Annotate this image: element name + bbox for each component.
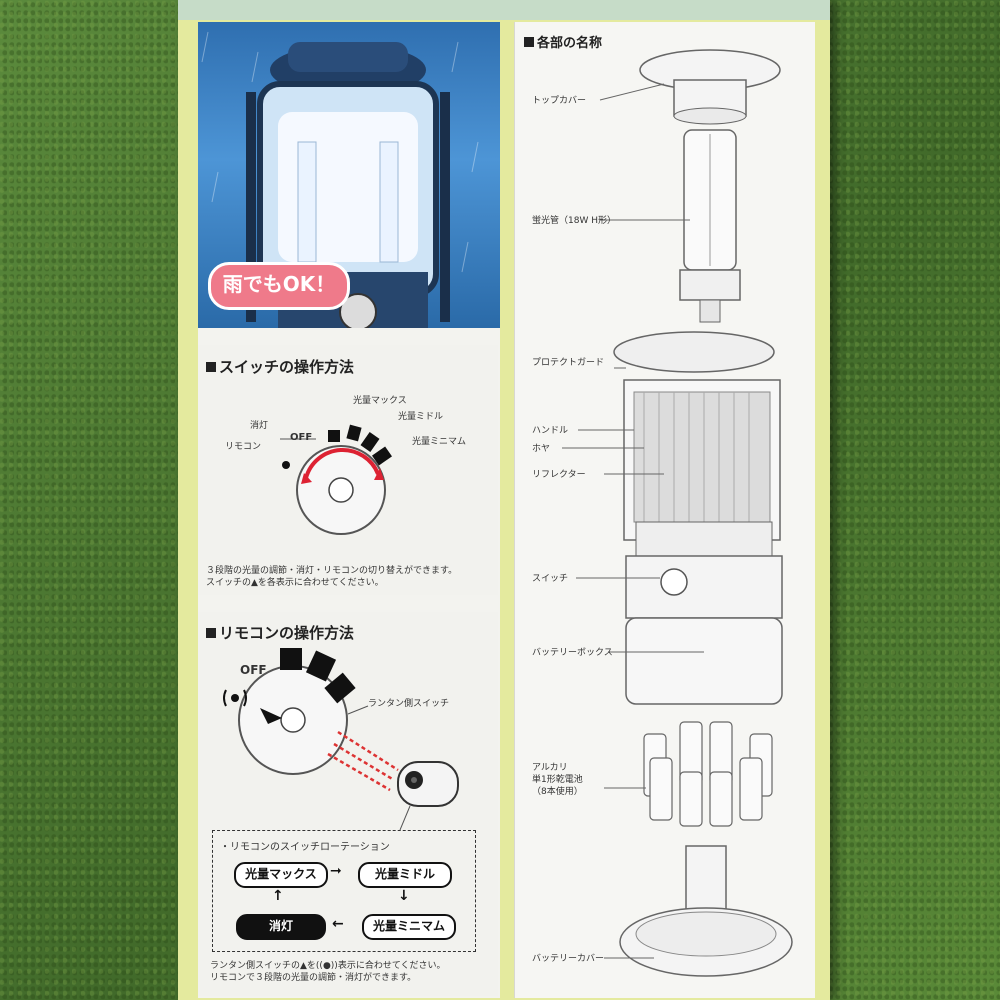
arrow-left-icon: ← (332, 916, 344, 932)
pill-min: 光量ミニマム (362, 914, 456, 940)
arrow-right-icon: ➞ (330, 863, 342, 879)
part-battery-cover: バッテリーカバー (532, 954, 605, 964)
switch-desc-2: スイッチの▲を各表示に合わせてください。 (206, 578, 384, 588)
part-battery-box: バッテリーボックス (532, 648, 613, 658)
parts-title: 各部の名称 (524, 32, 602, 51)
pill-off: 消灯 (236, 914, 326, 940)
switch-desc-1: ３段階の光量の調節・消灯・リモコンの切り替えができます。 (206, 566, 458, 576)
remote-off-label: OFF (240, 663, 267, 677)
box-top-flap (178, 0, 830, 20)
rain-ok-badge: 雨でもOK！ (208, 262, 350, 310)
switch-label-off-jp: 消灯 (250, 421, 269, 431)
remote-note-1: ランタン側スイッチの▲を((●))表示に合わせてください。 (210, 961, 446, 971)
part-battery-2: 単1形乾電池 (532, 775, 583, 785)
part-battery-1: アルカリ (532, 763, 568, 773)
switch-label-remote: リモコン (225, 442, 262, 452)
switch-label-min: 光量ミニマム (412, 437, 467, 447)
arrow-up-icon: ↑ (272, 888, 284, 904)
part-tube: 蛍光管（18W H形） (532, 216, 616, 226)
part-switch: スイッチ (532, 574, 569, 584)
switch-section-title: スイッチの操作方法 (206, 356, 354, 377)
lantern-switch-label: ランタン側スイッチ (368, 699, 450, 709)
switch-label-off: OFF (290, 432, 313, 443)
rotation-title: ・リモコンのスイッチローテーション (220, 842, 390, 853)
part-hoya: ホヤ (532, 444, 551, 454)
part-reflector: リフレクター (532, 470, 586, 480)
switch-label-mid: 光量ミドル (398, 412, 444, 422)
part-handle: ハンドル (532, 426, 569, 436)
switch-dial-diagram (280, 424, 392, 535)
remote-diagram (223, 648, 459, 830)
rotation-box (212, 830, 476, 952)
pill-max: 光量マックス (234, 862, 328, 888)
pill-mid: 光量ミドル (358, 862, 452, 888)
part-protect-guard: プロテクトガード (532, 358, 605, 368)
arrow-down-icon: ↓ (398, 888, 410, 904)
switch-label-max: 光量マックス (353, 396, 407, 406)
remote-note-2: リモコンで３段階の光量の調節・消灯ができます。 (210, 973, 417, 983)
part-battery-3: （8本使用） (532, 787, 583, 797)
part-top-cover: トップカバー (532, 96, 587, 106)
remote-section-title: リモコンの操作方法 (206, 622, 354, 643)
parts-exploded-diagram (562, 49, 793, 977)
